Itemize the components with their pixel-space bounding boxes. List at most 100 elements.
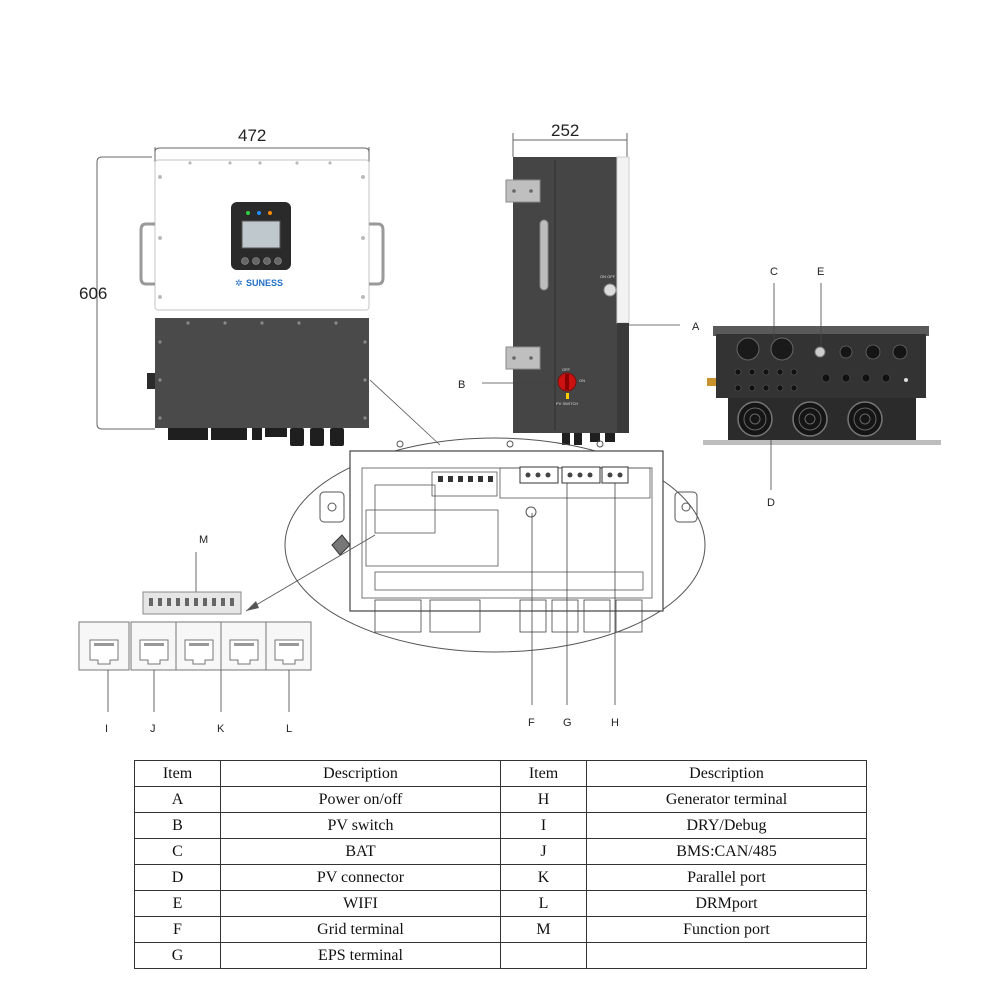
- pv-switch-off-text: OFF: [562, 367, 571, 372]
- table-cell-item: F: [134, 916, 221, 943]
- led-orange: [268, 211, 272, 215]
- lower-screws: [158, 321, 367, 420]
- power-button[interactable]: [603, 283, 617, 297]
- header-description-left: Description: [220, 760, 501, 787]
- table-cell-description: [586, 942, 867, 969]
- table-header-row: Item Description Item Description: [134, 760, 867, 787]
- inverter-diagram: 472 606 ✲ SUNESS: [78, 121, 941, 735]
- table-row: C BAT J BMS:CAN/485: [134, 838, 867, 865]
- brand-logo-text: SUNESS: [246, 278, 283, 288]
- pv-switch-on-text: ON: [579, 378, 585, 383]
- callout-g: G: [563, 717, 572, 729]
- brass-fitting: [707, 378, 716, 386]
- table-cell-description: Parallel port: [586, 864, 867, 891]
- height-dimension-label: 606: [79, 284, 107, 303]
- side-handle: [539, 219, 549, 291]
- table-row: D PV connector K Parallel port: [134, 864, 867, 891]
- display-buttons: [241, 257, 282, 265]
- cooling-fans: [737, 401, 883, 437]
- side-knob: [147, 373, 155, 389]
- depth-dimension-label: 252: [551, 121, 579, 140]
- bat-connectors: [736, 337, 794, 361]
- depth-dimension: [512, 133, 628, 157]
- table-cell-description: PV connector: [220, 864, 501, 891]
- callout-f: F: [528, 717, 535, 729]
- zoom-ellipse: [284, 437, 706, 653]
- header-description-right: Description: [586, 760, 867, 787]
- callout-e: E: [817, 266, 824, 278]
- wifi-port: [814, 346, 826, 358]
- callout-l: L: [286, 723, 292, 735]
- brand-logo-icon: ✲: [235, 279, 243, 289]
- side-connectors: [562, 433, 615, 445]
- header-item-right: Item: [500, 760, 587, 787]
- left-handle: [139, 222, 155, 286]
- header-item-left: Item: [134, 760, 221, 787]
- table-cell-description: DRY/Debug: [586, 812, 867, 839]
- led-green: [246, 211, 250, 215]
- table-cell-description: WIFI: [220, 890, 501, 917]
- table-cell-description: EPS terminal: [220, 942, 501, 969]
- table-row: B PV switch I DRY/Debug: [134, 812, 867, 839]
- table-cell-description: Power on/off: [220, 786, 501, 813]
- terminal-zoom-view: F G H: [245, 379, 706, 729]
- table-cell-item: M: [500, 916, 587, 943]
- table-cell-description: Function port: [586, 916, 867, 943]
- front-lower-panel: [155, 318, 369, 428]
- callout-c: C: [770, 266, 778, 278]
- bracket-top: [505, 179, 541, 203]
- table-cell-description: Generator terminal: [586, 786, 867, 813]
- table-cell-item: D: [134, 864, 221, 891]
- callout-b: B: [458, 379, 465, 391]
- callout-a: A: [692, 321, 700, 333]
- table-cell-item: I: [500, 812, 587, 839]
- front-connectors: [168, 428, 344, 446]
- table-cell-description: BMS:CAN/485: [586, 838, 867, 865]
- table-cell-item: H: [500, 786, 587, 813]
- bracket-bottom: [505, 346, 541, 370]
- function-port-block: [142, 591, 242, 615]
- lcd-screen: [241, 220, 281, 249]
- table-cell-item: [500, 942, 587, 969]
- front-view: 472 606 ✲ SUNESS: [79, 126, 385, 446]
- side-lower-block: [617, 323, 629, 433]
- side-view: 252 ON OFF OFF ON PV SWITCH A B: [458, 121, 700, 445]
- table-cell-item: J: [500, 838, 587, 865]
- power-button-text: ON OFF: [600, 274, 616, 279]
- callout-k: K: [217, 723, 225, 735]
- item-description-table: Item Description Item Description A Powe…: [134, 760, 867, 969]
- table-cell-description: Grid terminal: [220, 916, 501, 943]
- table-row: F Grid terminal M Function port: [134, 916, 867, 943]
- table-row: A Power on/off H Generator terminal: [134, 786, 867, 813]
- table-cell-item: K: [500, 864, 587, 891]
- callout-m: M: [199, 534, 208, 546]
- comm-ports-detail: M I J: [78, 534, 312, 735]
- table-row: G EPS terminal: [134, 942, 867, 969]
- table-cell-description: BAT: [220, 838, 501, 865]
- callout-h: H: [611, 717, 619, 729]
- led-blue: [257, 211, 261, 215]
- callout-j: J: [150, 723, 156, 735]
- table-cell-item: L: [500, 890, 587, 917]
- table-cell-item: A: [134, 786, 221, 813]
- table-cell-item: C: [134, 838, 221, 865]
- table-cell-item: B: [134, 812, 221, 839]
- callout-i: I: [105, 723, 108, 735]
- table-cell-description: DRMport: [586, 890, 867, 917]
- table-cell-description: PV switch: [220, 812, 501, 839]
- pv-connectors-row: [839, 344, 908, 360]
- side-cover-strip: [616, 156, 630, 324]
- right-handle: [369, 222, 385, 286]
- callout-d: D: [767, 497, 775, 509]
- width-dimension-label: 472: [238, 126, 266, 145]
- table-cell-item: G: [134, 942, 221, 969]
- pv-switch-label-text: PV SWITCH: [556, 401, 578, 406]
- table-row: E WIFI L DRMport: [134, 890, 867, 917]
- front-screws: [158, 161, 365, 299]
- bottom-feet: [703, 440, 941, 445]
- height-dimension: [96, 156, 155, 430]
- function-port-arrow: [245, 534, 376, 612]
- bottom-view: C E D: [703, 266, 941, 509]
- small-ports: [734, 368, 891, 392]
- table-cell-item: E: [134, 890, 221, 917]
